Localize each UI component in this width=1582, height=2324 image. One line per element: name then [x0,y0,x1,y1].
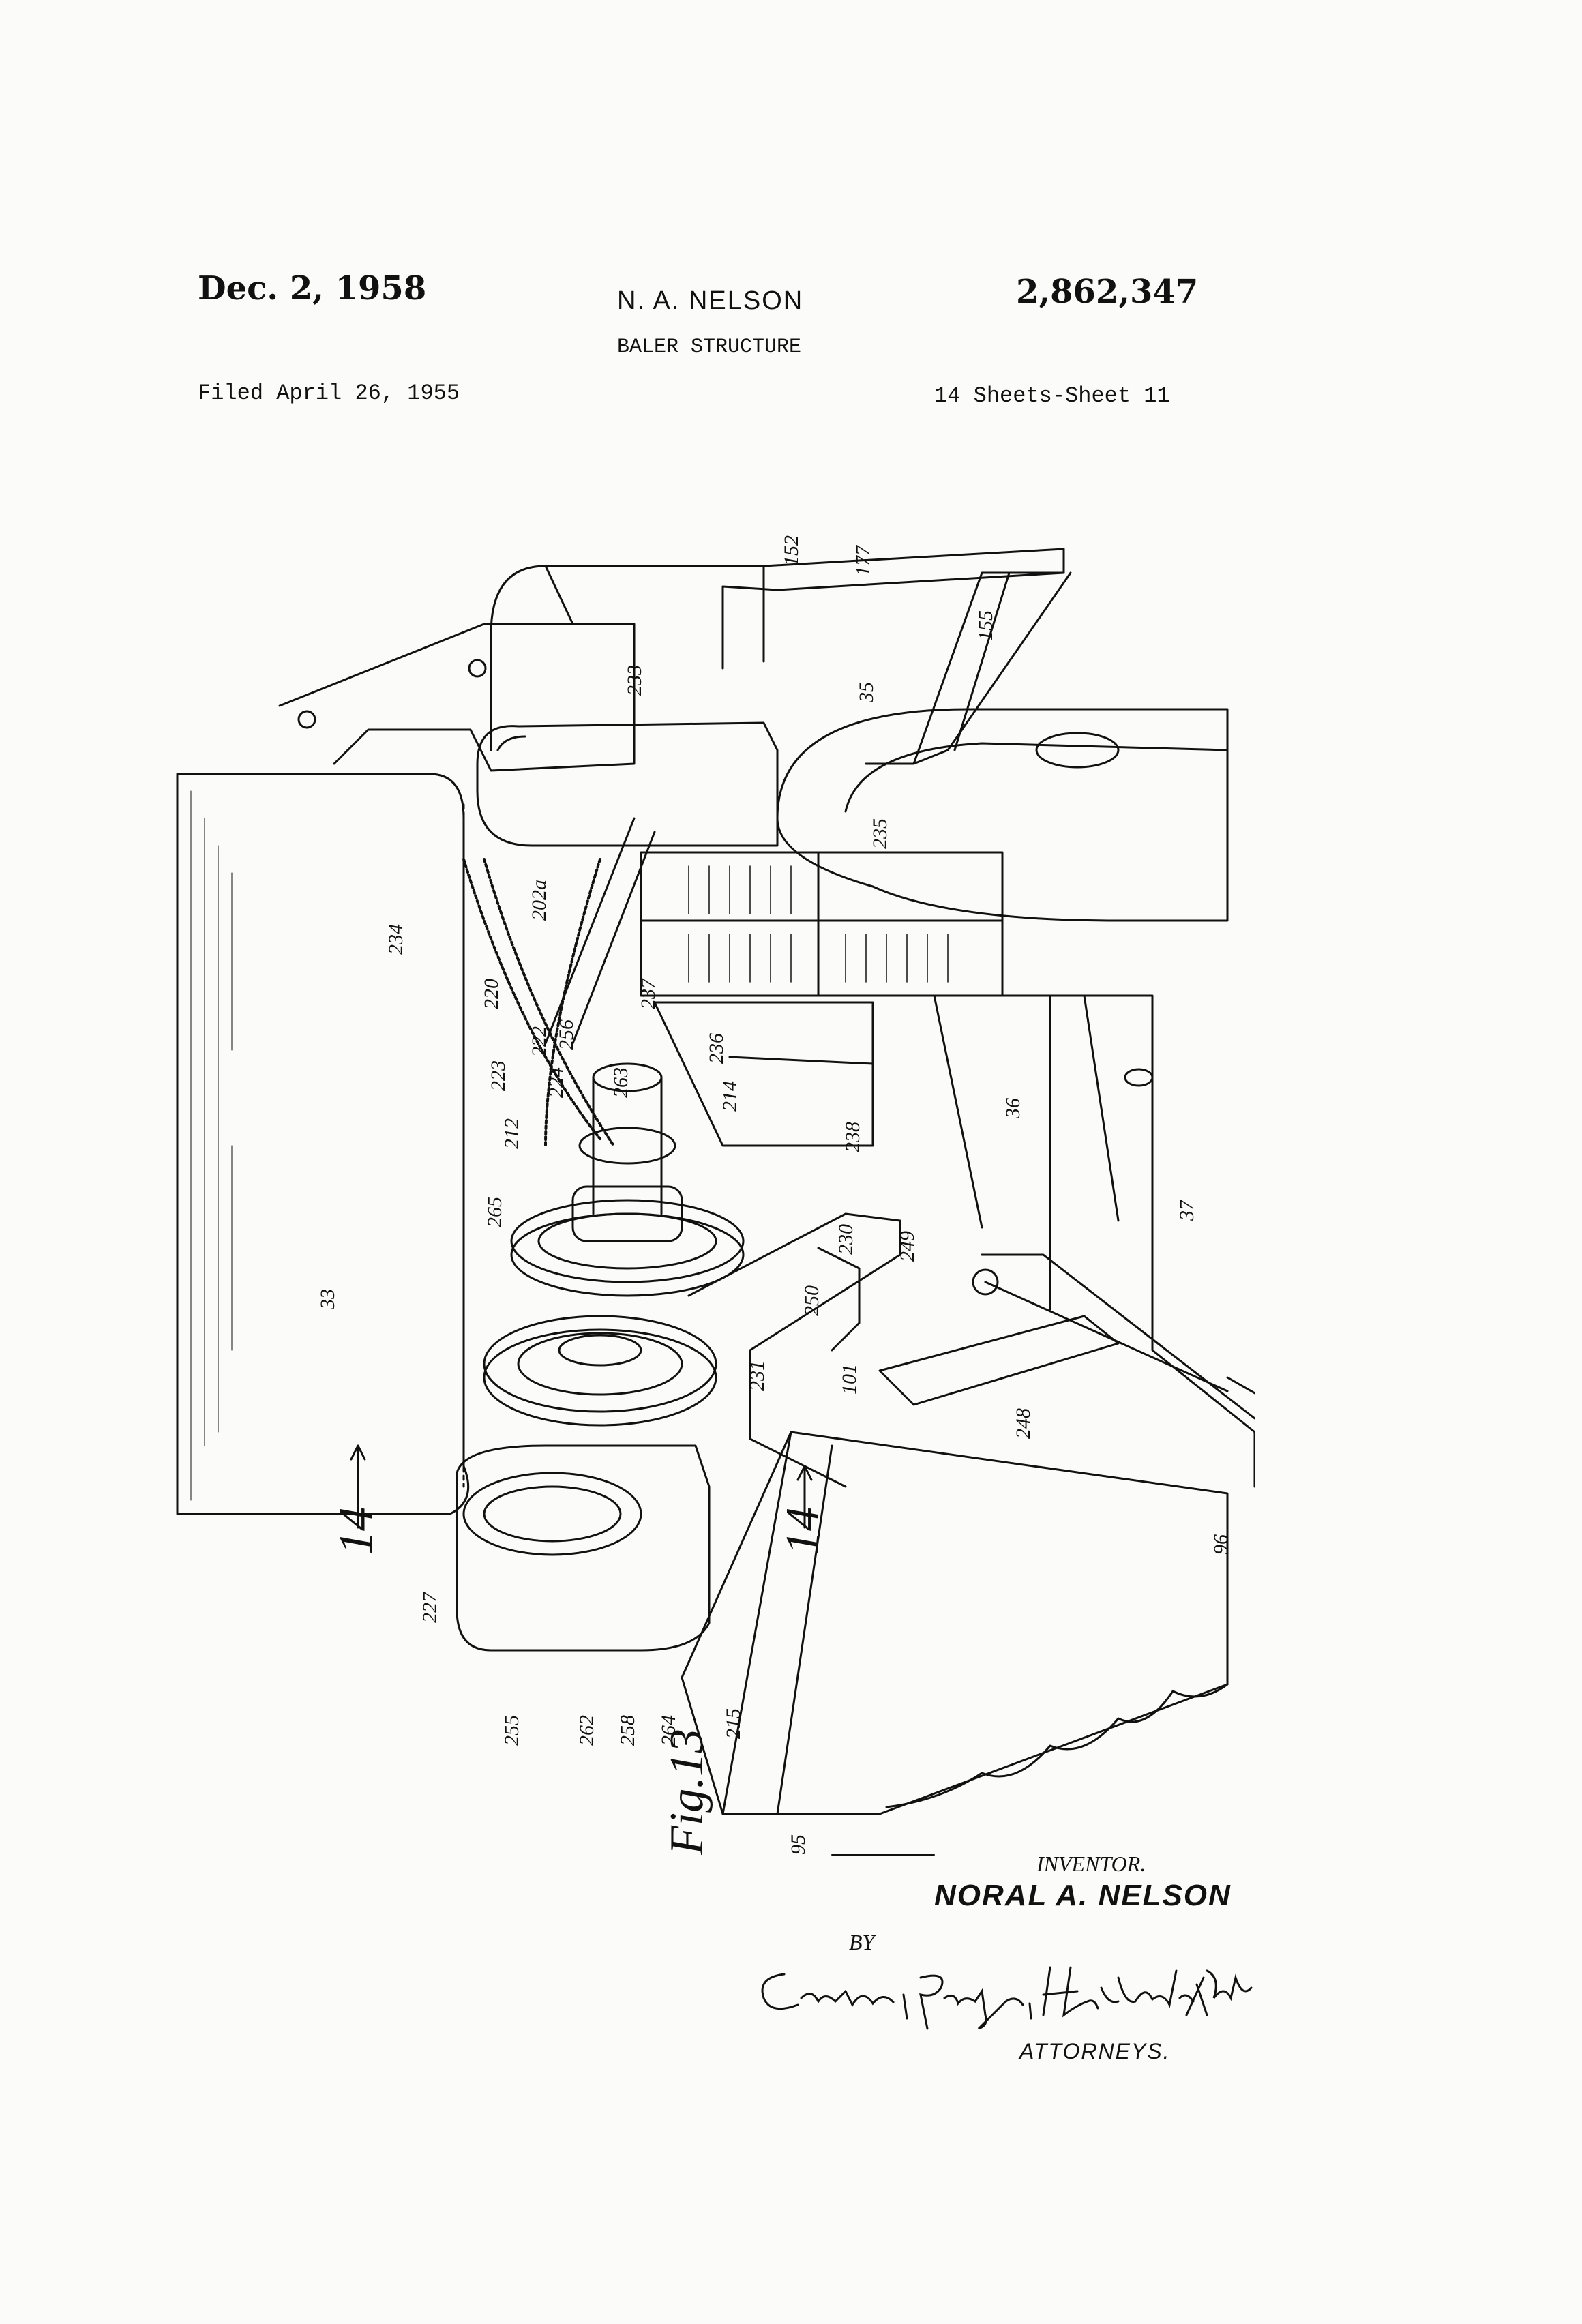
ref-236: 236 [705,1033,728,1064]
ref-234: 234 [385,924,407,955]
figure-caption: Fig.13 [661,1729,713,1856]
ref-249: 249 [896,1231,919,1262]
ref-36: 36 [1002,1098,1024,1119]
ref-250: 250 [801,1285,823,1316]
patent-title: BALER STRUCTURE [617,336,801,359]
ref-220: 220 [480,979,503,1009]
ref-101: 101 [838,1364,861,1395]
ref-262: 262 [576,1715,598,1746]
side-panel [177,774,468,1514]
ref-258: 258 [616,1715,639,1746]
filed-date: Filed April 26, 1955 [198,381,460,406]
ref-155: 155 [974,610,997,641]
ref-177: 177 [852,544,874,576]
section-mark-right: 14 [777,1507,829,1555]
cylinder-233 [477,723,777,846]
ref-248: 248 [1012,1408,1034,1439]
ref-256: 256 [555,1019,578,1050]
top-arm [280,624,634,771]
ref-222: 222 [528,1026,550,1057]
figure-drawing: 152 177 155 233 35 235 234 202a 220 223 … [164,464,1255,1862]
attorneys-label: ATTORNEYS. [1019,2039,1171,2064]
ref-230: 230 [835,1224,857,1255]
ref-233: 233 [623,665,646,696]
ref-33: 33 [316,1289,339,1310]
ref-212: 212 [501,1118,523,1149]
patent-number: 2,862,347 [1016,273,1198,311]
inventor-label: INVENTOR. [1036,1851,1146,1877]
ref-265: 265 [483,1197,506,1227]
gear-33 [511,1214,743,1296]
ref-152: 152 [780,535,803,566]
chute [682,1432,1227,1814]
ref-263: 263 [610,1067,632,1098]
sheet-count: 14 Sheets-Sheet 11 [934,383,1170,408]
ref-238: 238 [841,1122,864,1152]
ref-215: 215 [722,1708,745,1739]
section-mark-left: 14 [330,1507,383,1555]
ref-227: 227 [419,1591,441,1623]
ref-202a: 202a [528,880,550,921]
ref-235: 235 [869,818,891,849]
ref-255: 255 [501,1715,523,1746]
ref-35: 35 [855,682,878,703]
ref-96: 96 [1210,1534,1232,1555]
ref-224: 224 [545,1067,567,1098]
attorney-signature [750,1950,1255,2039]
ref-214: 214 [719,1081,741,1112]
ref-223: 223 [487,1060,509,1091]
ref-231: 231 [746,1360,768,1391]
inventor-name: NORAL A. NELSON [934,1879,1232,1913]
ref-237: 237 [637,977,659,1009]
patent-date: Dec. 2, 1958 [198,269,426,308]
ref-37: 37 [1176,1199,1198,1221]
header-inventor: N. A. NELSON [617,286,803,316]
ref-95: 95 [787,1834,809,1855]
